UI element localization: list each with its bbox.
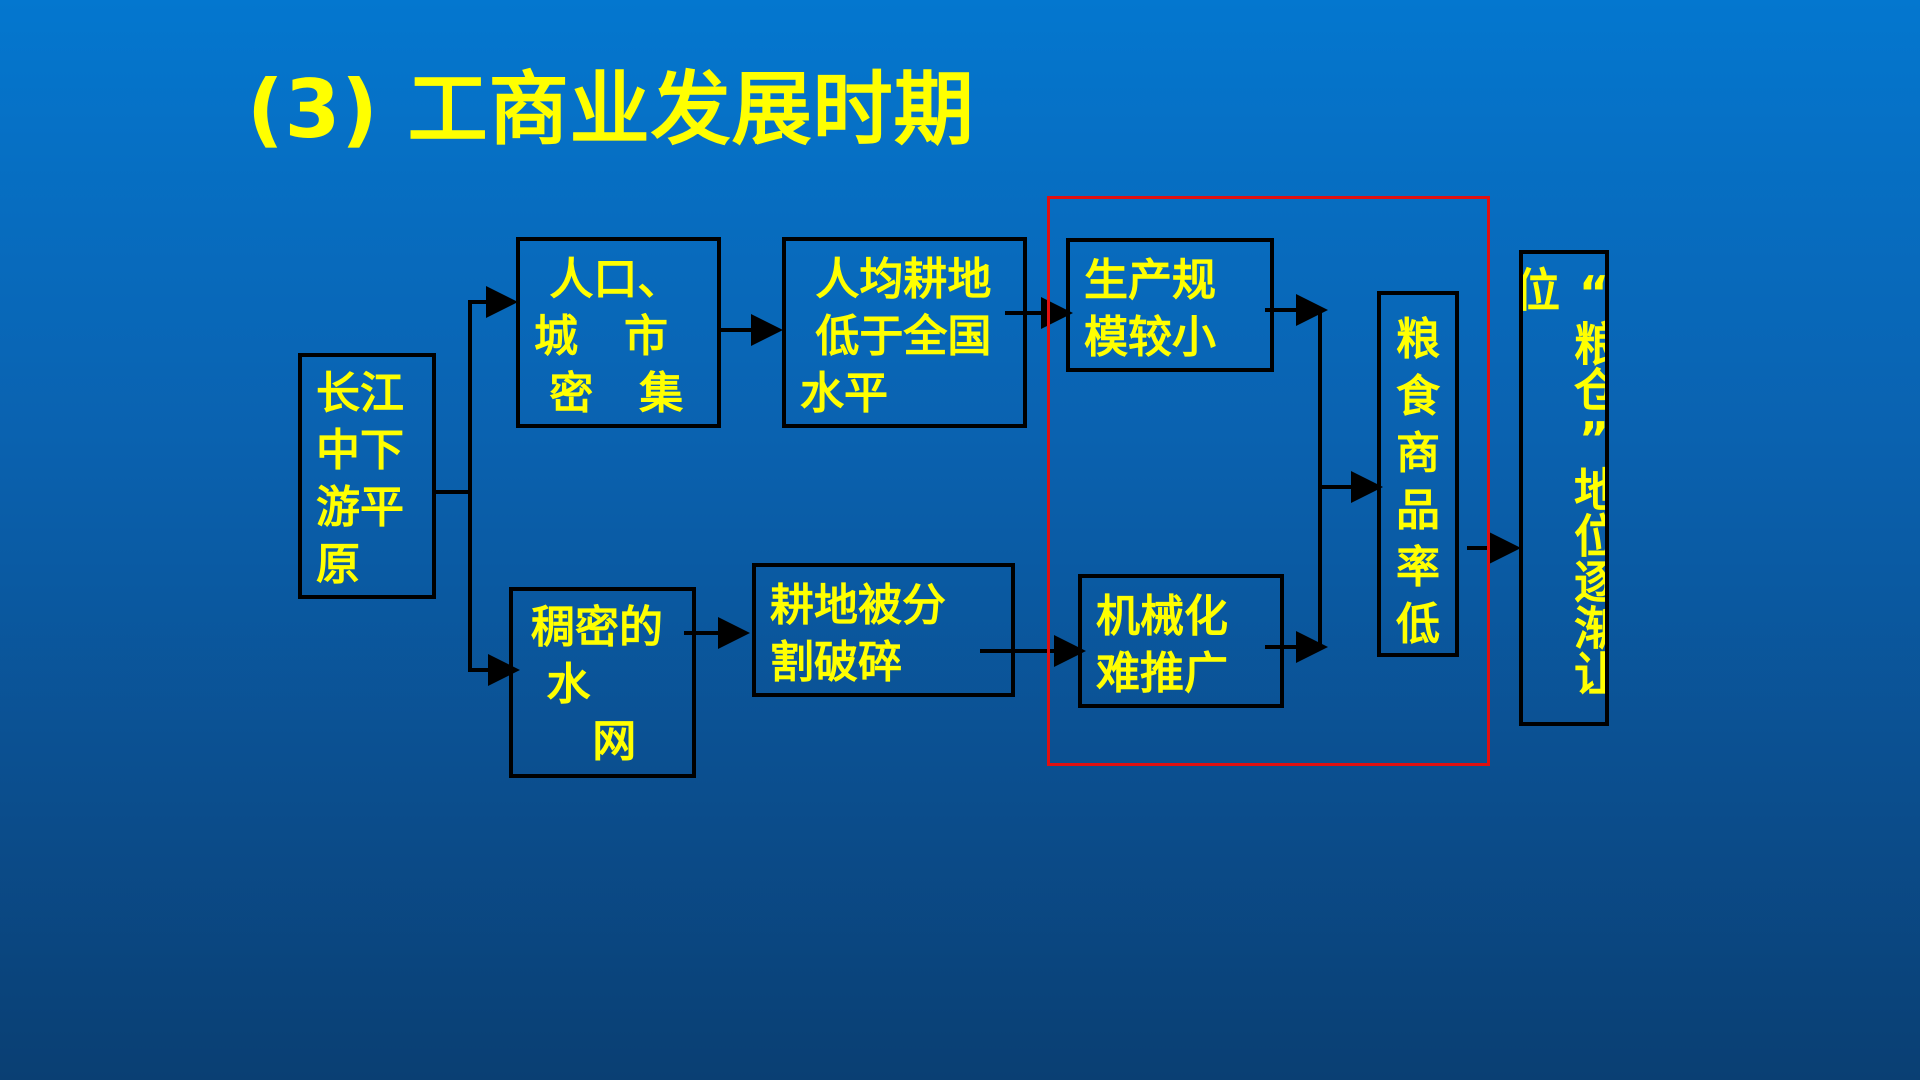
node-yangtze-plain: 长江 中下 游平 原: [298, 353, 436, 599]
node-water-network: 稠密的 水 网: [509, 587, 696, 778]
arrow-plain-to-water: [468, 492, 520, 686]
node-commodity-rate: 粮 食 商 品 率 低: [1377, 291, 1459, 657]
granary-status-text: “粮仓”地位逐渐让位: [1519, 266, 1609, 696]
slide-title: (3) 工商业发展时期: [247, 63, 975, 156]
highlight-frame: [1047, 196, 1490, 766]
node-arable-per-capita: 人均耕地 低于全国 水平: [782, 237, 1027, 428]
arrow-plain-to-population: [468, 286, 518, 492]
node-mechanization: 机械化 难推广: [1078, 574, 1284, 708]
node-population-cities: 人口、 城 市 密 集: [516, 237, 721, 428]
node-fragmented-land: 耕地被分 割破碎: [752, 563, 1015, 697]
node-granary-status: “粮仓”地位逐渐让位: [1519, 250, 1609, 726]
node-small-scale: 生产规 模较小: [1066, 238, 1274, 372]
